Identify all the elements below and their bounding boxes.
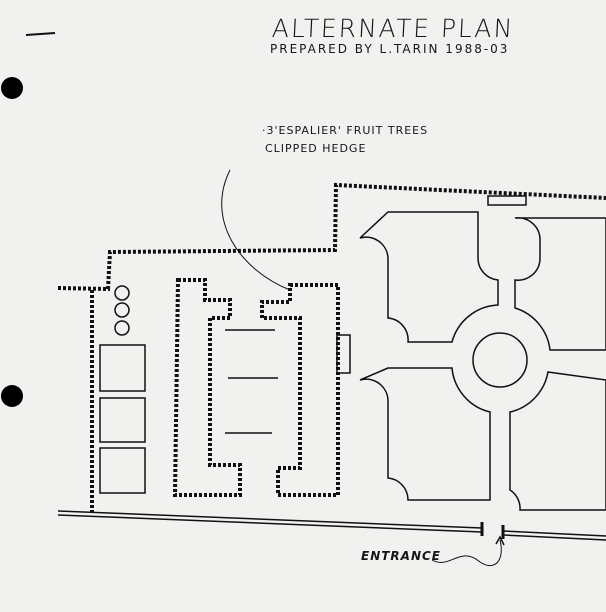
- bed-rectangles: [99, 344, 146, 494]
- entrance-arrow: [431, 539, 502, 567]
- punch-holes: [1, 77, 23, 407]
- espalier-circles: [114, 285, 130, 336]
- perimeter-hedge: [57, 182, 606, 512]
- gate-rectangle: [487, 195, 527, 206]
- formal-parterre: [359, 211, 606, 511]
- plan-title: ALTERNATE PLAN: [271, 14, 516, 43]
- pencil-mark: [25, 32, 56, 36]
- entrance-label: ENTRANCE: [361, 549, 441, 563]
- legend-espalier: ·3'ESPALIER' FRUIT TREES: [262, 124, 429, 137]
- legend-hedge: CLIPPED HEDGE: [265, 142, 367, 155]
- espalier-rows: [225, 329, 278, 434]
- tree-canopy-arc: [221, 169, 291, 291]
- arrow-head: [495, 535, 505, 546]
- gate-rectangle: [336, 334, 351, 374]
- boundary-wall: [57, 510, 606, 541]
- clipped-hedge-beds: [172, 278, 340, 497]
- prepared-by: PREPARED BY L.TARIN 1988-03: [270, 42, 510, 56]
